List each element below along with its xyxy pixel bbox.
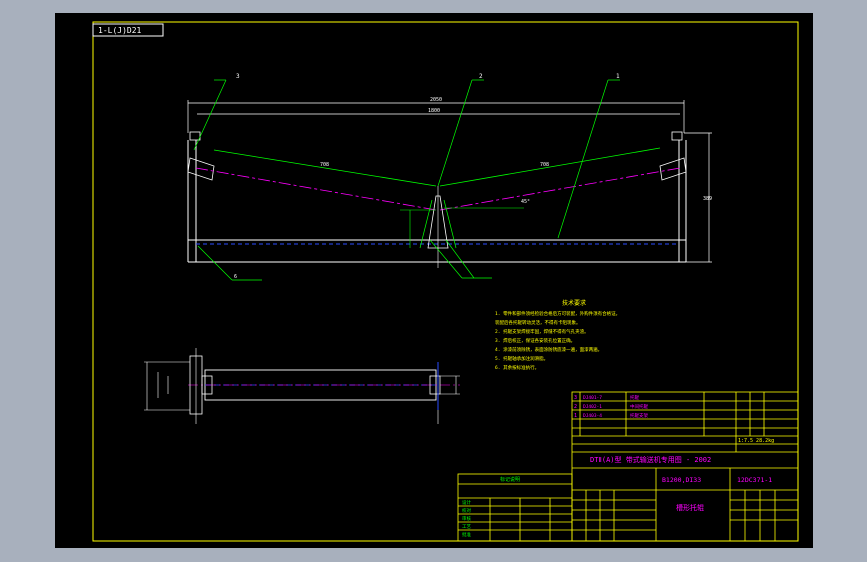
tag-box — [92, 23, 164, 37]
balloon-2: 2 — [479, 73, 483, 80]
scale-info: 1:7.5 28.2kg — [738, 438, 774, 444]
svg-text:中间托辊: 中间托辊 — [630, 403, 648, 410]
balloon-1: 1 — [616, 73, 620, 80]
drawing-no: 12DC371-1 — [737, 476, 772, 484]
drawing-frame — [55, 13, 813, 548]
tech-requirements: 技术要求 1. 零件和部件须经检验合格后方可装配，外购件须有合格证。 装配后各托… — [495, 299, 620, 371]
svg-text:校对: 校对 — [462, 507, 471, 514]
tech-title: 技术要求 — [562, 299, 586, 307]
svg-text:1. 零件和部件须经检验合格后方可装配，外购件须有合格证。: 1. 零件和部件须经检验合格后方可装配，外购件须有合格证。 — [495, 310, 620, 317]
svg-text:6. 其余按标准执行。: 6. 其余按标准执行。 — [495, 364, 539, 371]
balloon-3: 3 — [236, 73, 240, 80]
svg-text:708: 708 — [540, 162, 549, 168]
revision-block — [457, 473, 573, 542]
svg-text:DJ401-7: DJ401-7 — [583, 395, 602, 401]
svg-text:3. 焊后校正，保证各安装孔位置正确。: 3. 焊后校正，保证各安装孔位置正确。 — [495, 337, 575, 344]
spec: B1200,DI33 — [662, 476, 701, 484]
svg-text:2: 2 — [574, 404, 577, 410]
svg-text:工艺: 工艺 — [462, 524, 471, 530]
part-name: 槽形托辊 — [676, 503, 704, 512]
title-block — [571, 391, 799, 542]
inner-border — [92, 21, 799, 542]
svg-text:708: 708 — [320, 162, 329, 168]
svg-text:4. 涂漆前须除锈，表面涂防锈底漆一遍，面漆两遍。: 4. 涂漆前须除锈，表面涂防锈底漆一遍，面漆两遍。 — [495, 346, 602, 353]
svg-text:托辊: 托辊 — [630, 394, 639, 401]
svg-text:2050: 2050 — [430, 97, 442, 103]
svg-text:DJ402-1: DJ402-1 — [583, 404, 602, 410]
svg-text:2. 托辊支架焊接牢固，焊缝不得有气孔夹渣。: 2. 托辊支架焊接牢固，焊缝不得有气孔夹渣。 — [495, 328, 589, 335]
svg-text:设计: 设计 — [462, 499, 471, 506]
svg-text:批准: 批准 — [462, 531, 471, 538]
svg-text:装配后各托辊转动灵活，不得有卡阻现象。: 装配后各托辊转动灵活，不得有卡阻现象。 — [495, 319, 581, 326]
svg-text:389: 389 — [703, 196, 712, 202]
svg-text:DJ403-4: DJ403-4 — [583, 413, 602, 419]
svg-text:1: 1 — [574, 413, 577, 419]
title-block-text: 3 DJ401-7 托辊 2 DJ402-1 中间托辊 1 DJ403-4 托辊… — [574, 394, 774, 512]
svg-text:审核: 审核 — [462, 515, 471, 522]
svg-text:45°: 45° — [521, 199, 530, 205]
svg-text:3: 3 — [574, 395, 577, 401]
front-view: 2050 1800 389 708 708 — [187, 73, 712, 281]
revision-text: 标记说明 设计 校对 审核 工艺 批准 — [462, 476, 520, 538]
tag-text: 1-L(J)D21 — [98, 26, 142, 35]
svg-text:5. 托辊轴承加注润滑脂。: 5. 托辊轴承加注润滑脂。 — [495, 355, 548, 362]
svg-text:托辊支架: 托辊支架 — [630, 412, 648, 419]
svg-text:1800: 1800 — [428, 108, 440, 114]
side-view — [144, 348, 460, 424]
balloon-6: 6 — [234, 274, 237, 280]
svg-text:标记说明: 标记说明 — [500, 476, 520, 483]
product-title: DTⅡ(A)型 带式输送机专用图 - 2002 — [590, 455, 711, 464]
